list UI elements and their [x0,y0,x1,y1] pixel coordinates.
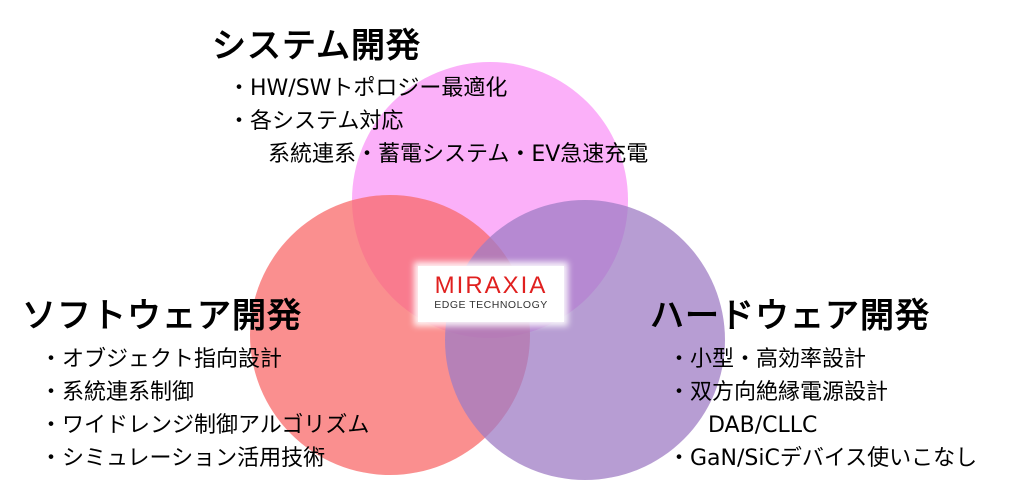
list-item: ・シミュレーション活用技術 [40,446,326,471]
system-list: ・HW/SWトポロジー最適化 ・各システム対応 系統連系・蓄電システム・EV急速… [228,72,648,171]
software-title: ソフトウェア開発 [22,296,302,336]
list-item: ・系統連系制御 [40,380,195,405]
list-item: DAB/CLLC [708,413,818,438]
list-item: ・小型・高効率設計 [668,347,867,372]
miraxia-logo: MIRAXIA EDGE TECHNOLOGY [418,266,564,322]
list-item: ・GaN/SiCデバイス使いこなし [668,446,978,471]
software-circle [250,195,530,475]
software-list: ・オブジェクト指向設計 ・系統連系制御 ・ワイドレンジ制御アルゴリズム ・シミュ… [40,343,369,475]
list-item: ・各システム対応 [228,109,404,134]
list-item: ・ワイドレンジ制御アルゴリズム [40,413,370,438]
system-title: システム開発 [212,26,421,66]
list-item: ・双方向絶縁電源設計 [668,380,889,405]
logo-name: MIRAXIA [434,272,548,299]
list-item: 系統連系・蓄電システム・EV急速充電 [268,142,649,167]
logo-tagline: EDGE TECHNOLOGY [434,299,548,311]
hardware-list: ・小型・高効率設計 ・双方向絶縁電源設計 DAB/CLLC ・GaN/SiCデバ… [668,343,977,475]
list-item: ・HW/SWトポロジー最適化 [228,76,508,101]
list-item: ・オブジェクト指向設計 [40,347,283,372]
hardware-title: ハードウェア開発 [650,296,930,336]
